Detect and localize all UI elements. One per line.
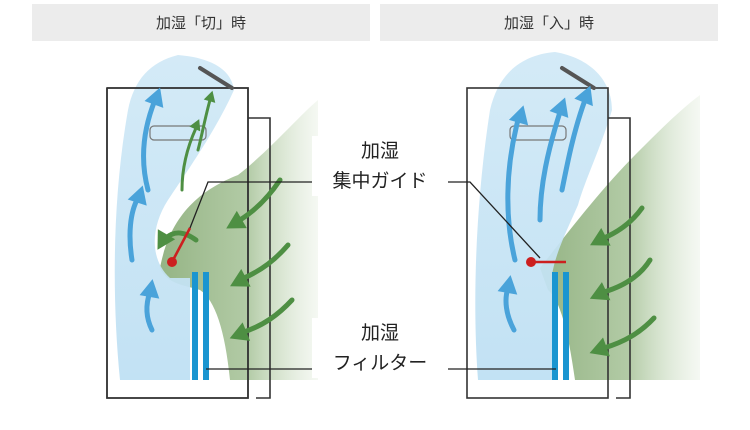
front-panel-slot	[149, 125, 207, 141]
panel-title-humidify-on: 加湿「入」時	[380, 4, 718, 41]
unit-right	[466, 52, 700, 399]
leader-lines	[189, 181, 556, 370]
purifier-housing	[608, 117, 631, 399]
dry-air-arrows	[503, 97, 588, 333]
label-humidify-filter: 加湿 フィルター	[312, 318, 448, 378]
leader-guide-right	[440, 181, 541, 259]
leader-guide-left	[189, 181, 312, 229]
label-filter-line1: 加湿	[360, 322, 399, 344]
label-guide-line2: 集中ガイド	[332, 170, 428, 192]
top-handle	[560, 66, 596, 90]
label-filter-line2: フィルター	[332, 352, 428, 374]
humid-air-arrows	[601, 205, 657, 351]
panel-title-humidify-off: 加湿「切」時	[32, 4, 370, 41]
unit-left	[106, 55, 318, 399]
purifier-body	[106, 87, 249, 399]
humidify-filter-left	[192, 272, 198, 380]
humidify-guide-left	[170, 227, 192, 263]
label-guide-line1: 加湿	[360, 140, 399, 162]
humidify-filter-right	[552, 272, 558, 380]
label-humidify-guide: 加湿 集中ガイド	[312, 136, 448, 196]
top-handle	[198, 66, 234, 90]
front-panel-slot	[509, 125, 567, 141]
humid-air-region	[540, 95, 700, 380]
